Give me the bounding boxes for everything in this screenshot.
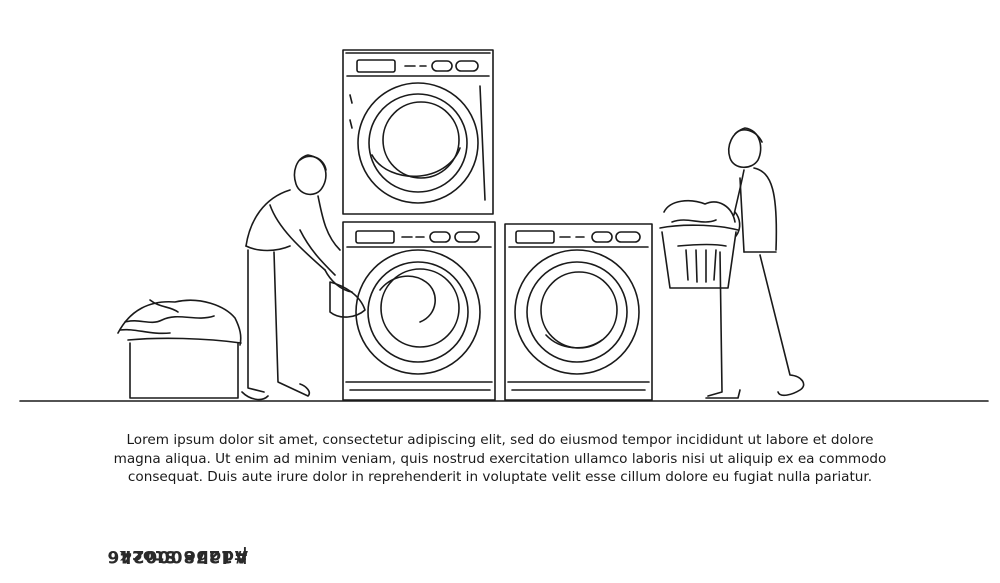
laundry-basket-right bbox=[660, 201, 738, 288]
caption-line-2: magna aliqua. Ut enim ad minim veniam, q… bbox=[113, 450, 887, 467]
washer-right bbox=[505, 224, 652, 400]
caption-line-3: consequat. Duis aute irure dolor in repr… bbox=[127, 469, 873, 485]
laundry-basket-left bbox=[118, 300, 241, 398]
washer-top bbox=[343, 50, 493, 214]
stock-watermark-id: Adobe Stock | #1278000246 bbox=[106, 546, 248, 566]
caption-text: Lorem ipsum dolor sit amet, consectetur … bbox=[90, 431, 910, 487]
person-left bbox=[242, 155, 365, 399]
washer-bottom bbox=[343, 222, 495, 400]
stock-id-number: #1278000246 bbox=[106, 546, 248, 566]
person-right bbox=[706, 128, 804, 398]
caption-line-1: Lorem ipsum dolor sit amet, consectetur … bbox=[126, 432, 874, 448]
